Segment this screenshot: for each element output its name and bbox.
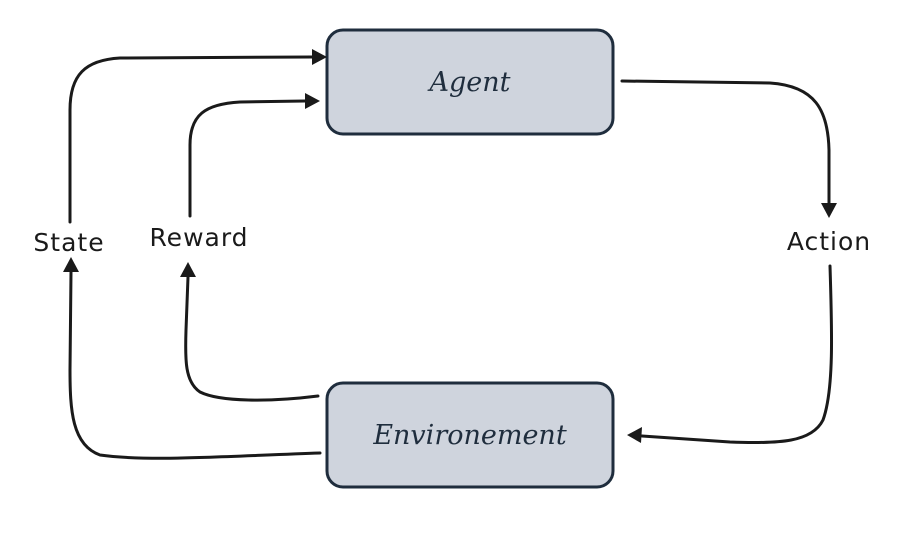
state-edge-upper-path — [68, 55, 314, 224]
reward-edge-upper — [188, 93, 320, 218]
state-label: State — [33, 228, 104, 257]
action-label: Action — [787, 227, 871, 256]
action-edge-upper-path — [620, 79, 831, 205]
reward-edge-upper-arrowhead — [305, 93, 320, 109]
reward-edge-lower-arrowhead — [180, 262, 196, 277]
state-edge-lower-arrowhead — [63, 257, 79, 272]
state-edge-lower-path — [68, 270, 322, 460]
state-edge-lower — [63, 257, 322, 460]
action-edge-lower-arrowhead — [627, 427, 642, 443]
agent-node: Agent — [325, 28, 615, 136]
action-edge-lower — [627, 264, 834, 445]
action-edge-upper-arrowhead — [821, 203, 837, 218]
state-edge-upper — [68, 49, 327, 224]
reward-edge-lower-path — [184, 275, 320, 402]
action-edge-upper — [620, 79, 837, 218]
environment-box — [325, 381, 615, 489]
reward-edge-lower — [180, 262, 320, 402]
environment-label: Environement — [372, 420, 566, 451]
environment-node: Environement — [325, 381, 615, 489]
state-edge-upper-arrowhead — [312, 49, 327, 65]
action-edge-lower-path — [640, 264, 834, 445]
reward-edge-upper-path — [188, 99, 307, 218]
agent-box — [325, 28, 615, 136]
reward-label: Reward — [149, 223, 248, 252]
agent-label: Agent — [427, 67, 511, 98]
